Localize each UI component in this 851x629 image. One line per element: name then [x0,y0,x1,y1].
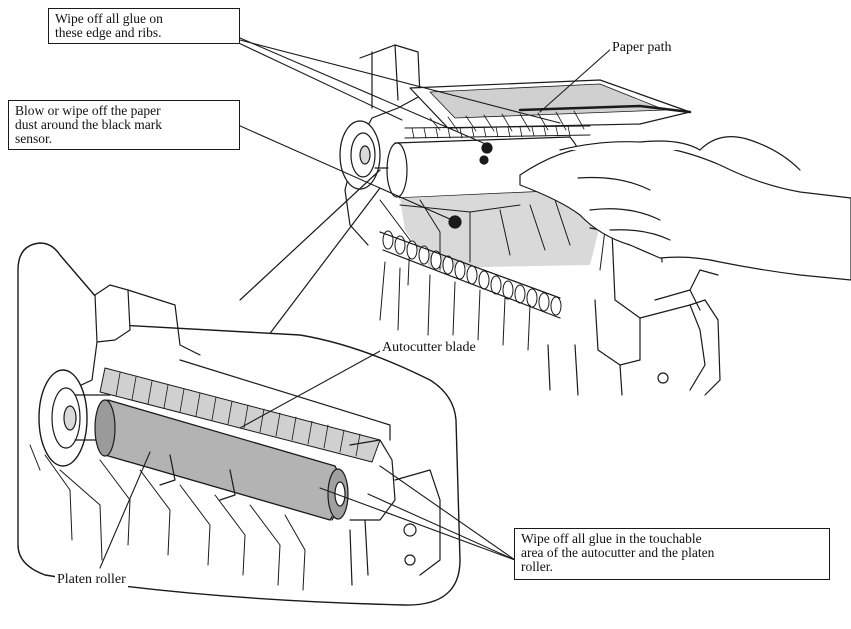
callout-blow-paper-dust: Blow or wipe off the paper dust around t… [8,100,240,150]
upper-printer-mechanism [339,44,721,396]
callout-wipe-glue-edges: Wipe off all glue on these edge and ribs… [48,8,240,44]
callout-wipe-glue-autocutter: Wipe off all glue in the touchable area … [514,528,830,580]
label-paper-path: Paper path [610,40,674,56]
inset-bubble [17,242,461,606]
leader-lines [99,37,613,569]
label-autocutter-blade: Autocutter blade [380,340,478,356]
hand-drawing [519,136,851,281]
label-platen-roller: Platen roller [55,572,128,588]
